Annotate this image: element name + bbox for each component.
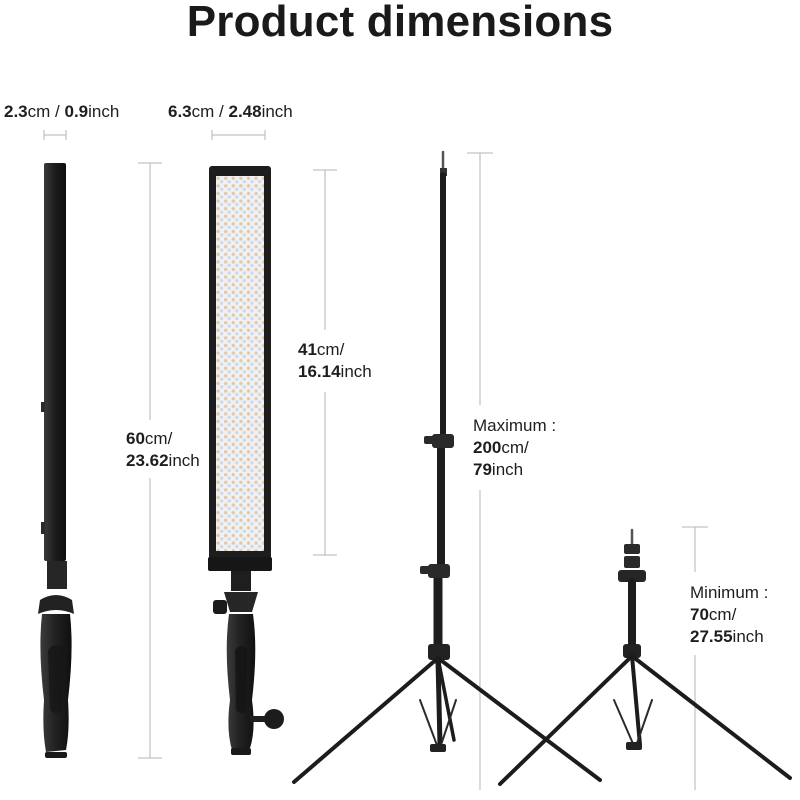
total-length-label: 60cm/ 23.62inch [126, 428, 200, 472]
stand-max-inch-unit: inch [491, 460, 524, 479]
stand-min-cm-unit: cm/ [708, 605, 737, 624]
light-stand-collapsed [498, 528, 792, 786]
panel-inch-value: 16.14 [298, 362, 341, 381]
stand-max-inch-value: 79 [473, 460, 492, 479]
width-label: 6.3cm / 2.48inch [168, 101, 293, 123]
width-cm-value: 6.3 [168, 102, 192, 121]
stand-min-inch-unit: inch [732, 627, 764, 646]
total-inch-unit: inch [168, 451, 200, 470]
panel-length-label: 41cm/ 16.14inch [298, 339, 372, 383]
dimension-lines [43, 130, 708, 790]
width-inch-unit: inch [261, 102, 293, 121]
total-inch-value: 23.62 [126, 451, 169, 470]
stand-max-cm-unit: cm/ [501, 438, 529, 457]
stand-max-label: Maximum : 200cm/ 79inch [473, 415, 556, 481]
width-inch-value: 2.48 [228, 102, 262, 121]
depth-cm-unit: cm / [27, 102, 65, 121]
depth-cm-value: 2.3 [4, 102, 28, 121]
stand-max-caption: Maximum : [473, 416, 557, 435]
light-front-view [208, 166, 284, 755]
light-side-view [38, 163, 74, 758]
width-cm-unit: cm / [191, 102, 229, 121]
total-cm-value: 60 [126, 429, 145, 448]
stand-max-cm-value: 200 [473, 438, 502, 457]
stand-min-caption: Minimum : [690, 583, 769, 602]
depth-inch-unit: inch [88, 102, 120, 121]
page-title: Product dimensions [186, 0, 614, 46]
stand-min-inch-value: 27.55 [690, 627, 733, 646]
stand-min-cm-value: 70 [690, 605, 709, 624]
total-cm-unit: cm/ [144, 429, 173, 448]
panel-cm-unit: cm/ [316, 340, 345, 359]
depth-inch-value: 0.9 [64, 102, 89, 121]
light-stand-extended [292, 150, 602, 784]
depth-label: 2.3cm / 0.9inch [4, 101, 119, 123]
stand-min-label: Minimum : 70cm/ 27.55inch [690, 582, 768, 648]
led-panel [216, 176, 264, 551]
panel-inch-unit: inch [340, 362, 372, 381]
panel-cm-value: 41 [298, 340, 317, 359]
